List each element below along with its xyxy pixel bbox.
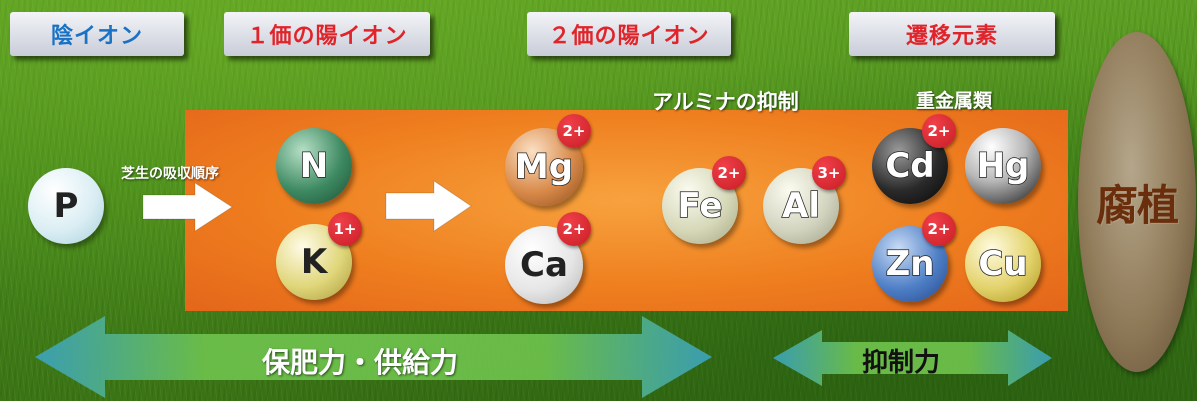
header-anion: 陰イオン — [10, 12, 184, 56]
heavy-metals-label: 重金属類 — [916, 90, 993, 112]
suppression-double-arrow — [773, 330, 1052, 386]
element-n: N — [276, 128, 352, 204]
element-cd: Cd — [872, 128, 948, 204]
charge-badge-zn: 2+ — [922, 212, 956, 246]
header-divalent-cation: ２価の陽イオン — [527, 12, 731, 56]
retention-double-arrow — [35, 316, 712, 398]
alumina-suppression-label: アルミナの抑制 — [652, 90, 799, 114]
element-p: P — [28, 168, 104, 244]
element-hg: Hg — [965, 128, 1041, 204]
charge-badge-ca: 2+ — [557, 212, 591, 246]
charge-badge-fe: 2+ — [712, 156, 746, 190]
retention-supply-label: 保肥力・供給力 — [262, 346, 459, 379]
absorption-arrow-1 — [142, 182, 233, 232]
element-ca: Ca — [505, 226, 583, 304]
charge-badge-cd: 2+ — [922, 114, 956, 148]
absorption-order-label: 芝生の吸収順序 — [121, 166, 219, 182]
header-transition-elements: 遷移元素 — [849, 12, 1055, 56]
suppression-label: 抑制力 — [862, 348, 941, 378]
element-fe: Fe — [662, 168, 738, 244]
charge-badge-k: 1+ — [328, 212, 362, 246]
absorption-arrow-2 — [385, 180, 472, 232]
element-cu: Cu — [965, 226, 1041, 302]
charge-badge-al: 3+ — [812, 156, 846, 190]
humus-label: 腐植 — [1095, 180, 1179, 230]
humus-ellipse: 腐植 — [1078, 32, 1196, 372]
header-monovalent-cation: １価の陽イオン — [224, 12, 430, 56]
charge-badge-mg: 2+ — [557, 114, 591, 148]
